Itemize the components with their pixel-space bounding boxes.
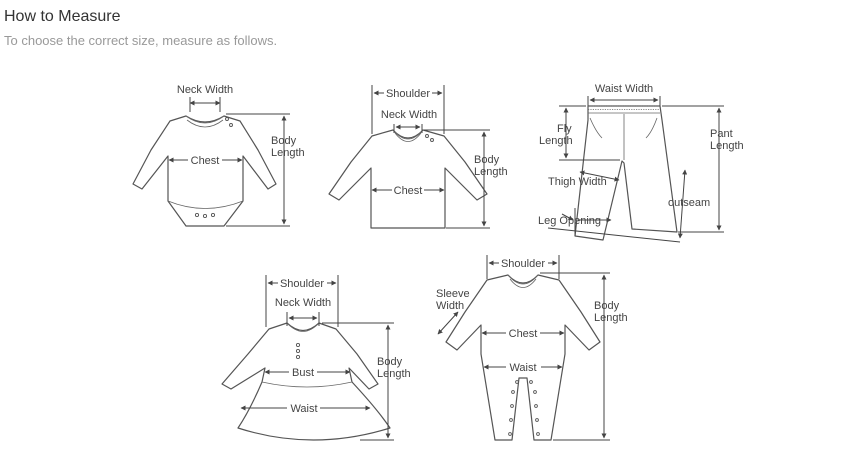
page-title: How to Measure [4,8,121,25]
fly-length-label: Fly [557,123,572,135]
svg-text:Length: Length [710,140,744,152]
chest-label: Chest [394,185,423,197]
shirt-diagram: Shoulder Neck Width Chest Body Length [328,85,508,229]
dress-outline [221,322,391,441]
leg-opening-label: Leg Opening [538,215,601,227]
pants-outline [574,105,678,241]
sleeve-width-label: Sleeve [436,288,470,300]
svg-text:Length: Length [271,147,305,159]
body-length-label: Body [594,300,620,312]
waist-label: Waist [290,403,317,415]
svg-text:Length: Length [539,135,573,147]
waist-label: Waist [509,362,536,374]
shoulder-label: Shoulder [501,258,545,270]
body-length-label: Body [474,154,500,166]
neck-width-label: Neck Width [381,109,437,121]
svg-text:Length: Length [474,166,508,178]
thigh-width-label: Thigh Width [548,176,607,188]
chest-label: Chest [191,155,220,167]
page-subtitle: To choose the correct size, measure as f… [4,33,278,48]
dress-diagram: Shoulder Neck Width Bust Waist Body Leng… [221,275,411,441]
svg-text:Length: Length [377,368,411,380]
shirt-collar [392,129,424,140]
pant-length-label: Pant [710,128,733,140]
body-length-label: Body [377,356,403,368]
bodysuit-diagram: Neck Width Chest Body Length [132,84,305,227]
waist-width-label: Waist Width [595,83,653,95]
romper-diagram: Shoulder Sleeve Width Chest Waist Body L… [436,255,628,441]
shoulder-label: Shoulder [280,278,324,290]
pants-diagram: Waist Width Fly Length Pant Length Thigh… [538,83,744,243]
romper-collar [507,274,539,285]
bodysuit-collar [185,115,225,124]
bust-label: Bust [292,367,314,379]
svg-text:Length: Length [594,312,628,324]
outseam-label: outseam [668,197,710,209]
romper-outline [445,274,601,441]
shirt-outline [328,129,488,229]
dress-collar [286,322,320,332]
chest-label: Chest [509,328,538,340]
svg-text:Width: Width [436,300,464,312]
neck-width-label: Neck Width [275,297,331,309]
neck-width-label: Neck Width [177,84,233,96]
body-length-label: Body [271,135,297,147]
bodysuit-outline [132,115,277,227]
shoulder-label: Shoulder [386,88,430,100]
